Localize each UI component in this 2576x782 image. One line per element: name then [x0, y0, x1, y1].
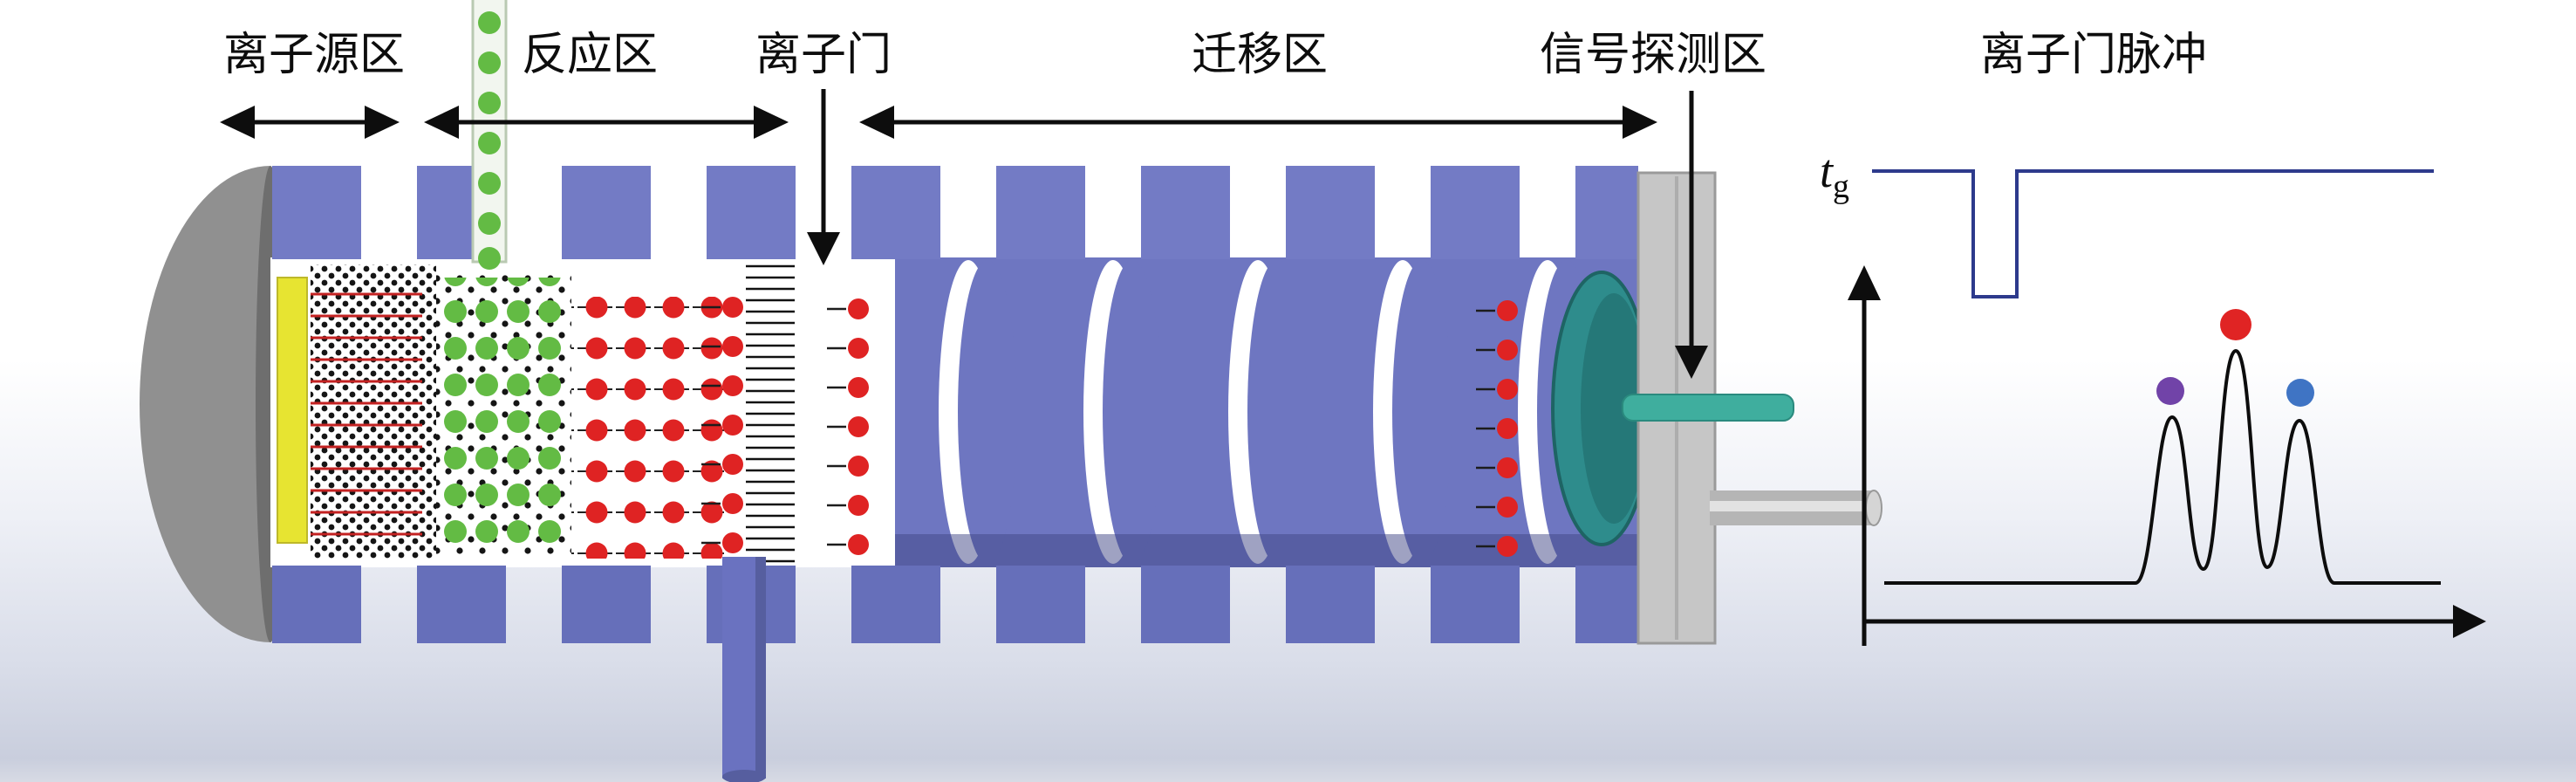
- drift-interior: [895, 257, 1638, 567]
- guard-rings: [272, 166, 1638, 643]
- region-labels: 离子源区 反应区 离子门 迁移区 信号探测区 离子门脉冲: [223, 31, 2207, 80]
- peak-marker-blue: [2286, 379, 2314, 407]
- signal-peaks: [1884, 348, 2441, 585]
- label-reaction-region: 反应区: [522, 31, 658, 80]
- ion-gate-grid: [746, 260, 795, 566]
- ion-source-internals: [277, 260, 795, 566]
- gate-pulse-plot: tg: [1820, 145, 2486, 646]
- detector-cone: [1551, 271, 1652, 546]
- label-ion-source-region: 离子源区: [223, 31, 405, 80]
- drift-extent-arrow: [859, 106, 1657, 139]
- sample-inlet-tube: [471, 0, 508, 270]
- tg-symbol: tg: [1820, 145, 1849, 205]
- detection-pointer-arrow: [1675, 91, 1708, 379]
- label-drift-region: 迁移区: [1192, 31, 1328, 80]
- label-ion-gate: 离子门: [755, 31, 892, 80]
- sample-ion-cluster: [441, 278, 567, 552]
- ion-source-foil: [277, 277, 308, 544]
- peak-marker-purple: [2156, 377, 2184, 405]
- plot-axes: [1848, 265, 2486, 646]
- ion-source-extent-arrow: [220, 106, 400, 139]
- reaction-extent-arrow: [424, 106, 789, 139]
- peak-marker-red: [2220, 309, 2251, 340]
- electric-field-lines: [311, 278, 422, 543]
- region-arrows: [220, 89, 1708, 379]
- end-dome: [140, 166, 285, 642]
- ion-gate-pointer-arrow: [807, 89, 840, 265]
- sample-ion-stream: [478, 11, 501, 270]
- gas-outlet-tube: [722, 557, 766, 782]
- label-gate-pulse: 离子门脉冲: [1980, 31, 2207, 80]
- interior-floor-shadow: [895, 534, 1638, 567]
- reactant-ion-block: [571, 297, 724, 559]
- pulse-waveform: [1872, 169, 2434, 298]
- label-detection-region: 信号探测区: [1540, 31, 1766, 80]
- detector-stem: [1622, 394, 1794, 422]
